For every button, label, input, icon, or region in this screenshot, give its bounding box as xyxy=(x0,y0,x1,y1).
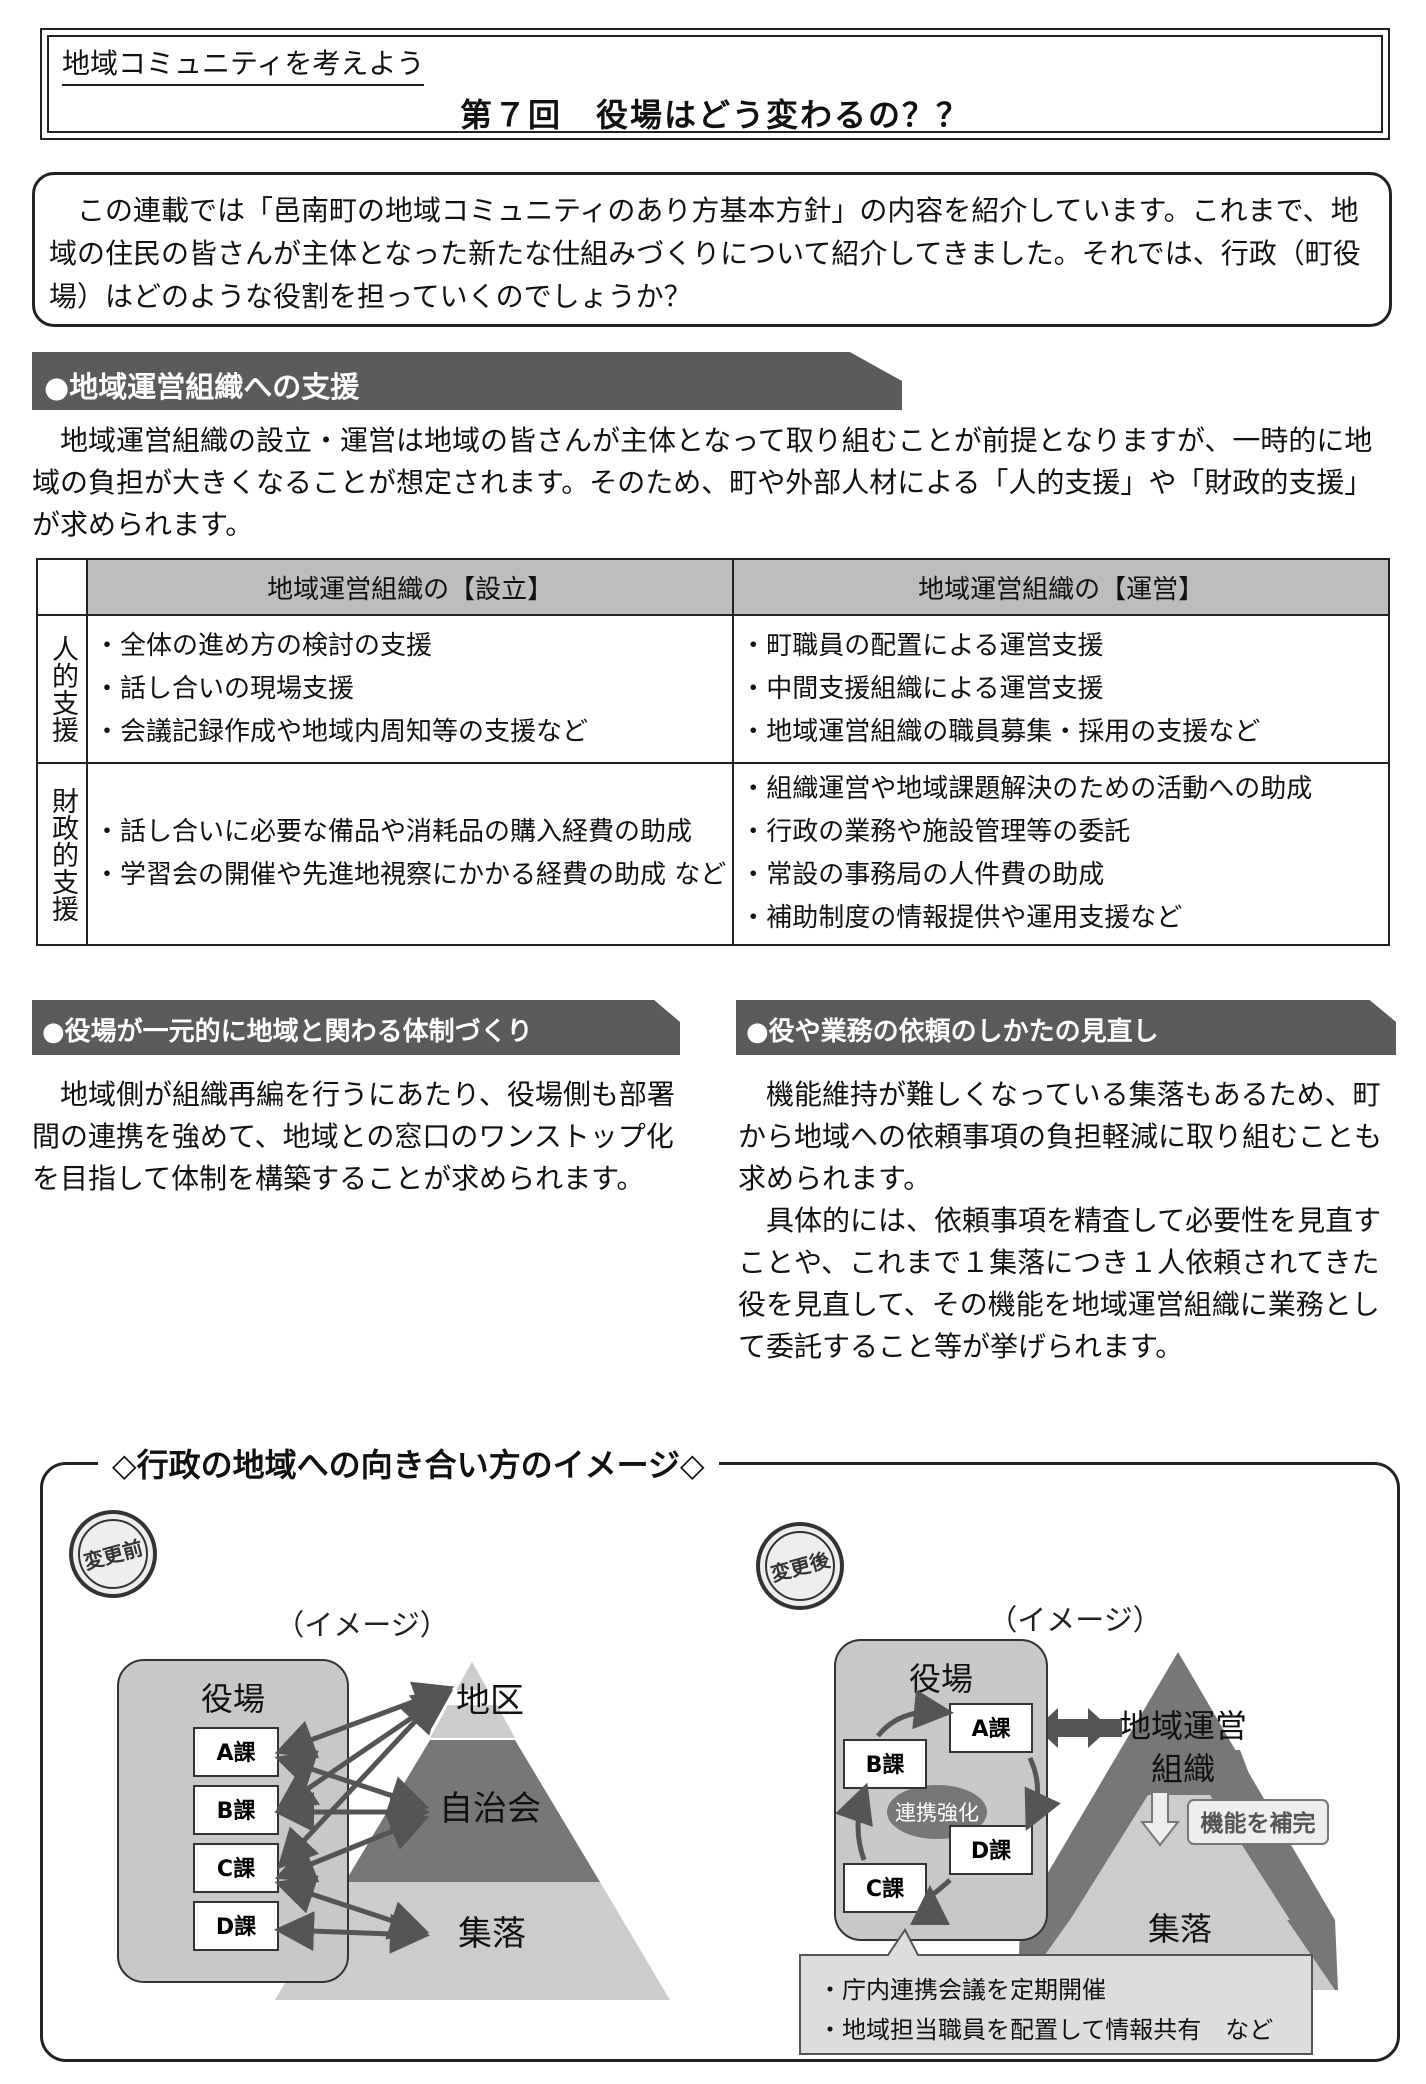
list-item: ・会議記録作成や地域内周知等の支援など xyxy=(94,716,589,747)
double-arrow-icon xyxy=(1036,1708,1122,1748)
section-heading-review: ●役や業務の依頼のしかたの見直し xyxy=(736,1000,1396,1055)
list-item: ・常設の事務局の人件費の助成 xyxy=(740,860,1105,890)
village-label-after: 集落 xyxy=(1148,1910,1212,1948)
note-2: ・地域担当職員を配置して情報共有 など xyxy=(818,2016,1273,2044)
section-a-after: A課 xyxy=(971,1716,1011,1742)
section-heading-structure: ●役場が一元的に地域と関わる体制づくり xyxy=(32,1000,680,1055)
stamp-before: 変更前 xyxy=(69,1510,157,1598)
section-body-structure: 地域側が組織再編を行うにあたり、役場側も部署間の連携を強めて、地域との窓口のワン… xyxy=(32,1074,680,1200)
stamp-after: 変更後 xyxy=(756,1522,844,1610)
section-b-after: B課 xyxy=(866,1752,906,1778)
level-jichikai: 自治会 xyxy=(439,1789,541,1829)
header-frame xyxy=(40,28,1390,140)
section-body-support: 地域運営組織の設立・運営は地域の皆さんが主体となって取り組むことが前提となります… xyxy=(32,420,1392,546)
office-label-before: 役場 xyxy=(201,1680,265,1718)
section-d-before: D課 xyxy=(216,1914,257,1940)
after-caption: （イメージ） xyxy=(988,1603,1161,1637)
section-boxes-before xyxy=(193,1727,279,1951)
note-1: ・庁内連携会議を定期開催 xyxy=(818,1976,1106,2004)
row-label-financial: 財政的支援 xyxy=(36,762,88,946)
row-label-financial-text: 財政的支援 xyxy=(47,786,78,922)
section-a-before: A課 xyxy=(216,1740,256,1766)
section-d-after: D課 xyxy=(971,1838,1012,1864)
review-paragraph-1: 機能維持が難しくなっている集落もあるため、町から地域への依頼事項の負担軽減に取り… xyxy=(738,1078,1383,1195)
notes-callout xyxy=(799,1928,1313,2055)
section-boxes-after xyxy=(843,1703,1033,1913)
list-item: ・話し合いに必要な備品や消耗品の購入経費の助成 xyxy=(94,817,693,847)
list-item: ・学習会の開催や先進地視察にかかる経費の助成 など xyxy=(94,860,727,890)
list-item: ・組織運営や地域課題解決のための活動への助成 xyxy=(740,774,1313,804)
image-panel xyxy=(40,1462,1400,2062)
intro-box: この連載では「邑南町の地域コミュニティのあり方基本方針」の内容を紹介しています。… xyxy=(32,172,1392,327)
org-label-line1: 地域運営 xyxy=(1119,1707,1247,1745)
review-paragraph-2: 具体的には、依頼事項を精査して必要性を見直すことや、これまで１集落につき１人依頼… xyxy=(738,1204,1382,1363)
table-header-setup: 地域運営組織の【設立】 xyxy=(85,558,735,616)
intro-text: この連載では「邑南町の地域コミュニティのあり方基本方針」の内容を紹介しています。… xyxy=(49,194,1361,313)
pyramid-tier-chiku-top xyxy=(456,1662,488,1690)
section-b-before: B課 xyxy=(217,1798,257,1824)
list-item: ・行政の業務や施設管理等の委託 xyxy=(740,817,1131,847)
collab-label: 連携強化 xyxy=(895,1801,979,1825)
section-c-before: C課 xyxy=(217,1856,256,1882)
pyramid-village-mid xyxy=(1070,1795,1290,1920)
table-cell-human-operation: ・町職員の配置による運営支援 ・中間支援組織による運営支援 ・地域運営組織の職員… xyxy=(732,614,1390,764)
table-cell-human-setup: ・全体の進め方の検討の支援 ・話し合いの現場支援 ・会議記録作成や地域内周知等の… xyxy=(85,614,735,764)
arrows-before xyxy=(274,1681,455,1954)
structure-paragraph: 地域側が組織再編を行うにあたり、役場側も部署間の連携を強めて、地域との窓口のワン… xyxy=(32,1078,675,1195)
support-paragraph: 地域運営組織の設立・運営は地域の皆さんが主体となって取り組むことが前提となります… xyxy=(32,424,1373,541)
org-label-line2: 組織 xyxy=(1151,1750,1215,1788)
series-title: 地域コミュニティを考えよう xyxy=(62,42,425,86)
page-title: 第７回 役場はどう変わるの？？ xyxy=(459,96,970,134)
diagram-title: ◇行政の地域への向き合い方のイメージ◇ xyxy=(98,1440,719,1486)
before-caption: （イメージ） xyxy=(275,1608,448,1642)
list-item: ・話し合いの現場支援 xyxy=(94,673,355,704)
list-item: ・全体の進め方の検討の支援 xyxy=(94,630,433,661)
row-label-human-text: 人的支援 xyxy=(47,635,78,743)
cycle-arrows xyxy=(835,1689,1061,1926)
table-cell-financial-operation: ・組織運営や地域課題解決のための活動への助成 ・行政の業務や施設管理等の委託 ・… xyxy=(732,762,1390,946)
level-shuraku: 集落 xyxy=(458,1914,526,1954)
row-label-human: 人的支援 xyxy=(36,614,88,764)
list-item: ・町職員の配置による運営支援 xyxy=(740,630,1104,661)
table-cell-financial-setup: ・話し合いに必要な備品や消耗品の購入経費の助成 ・学習会の開催や先進地視察にかか… xyxy=(85,762,735,946)
section-heading-support: ●地域運営組織への支援 xyxy=(32,352,902,410)
down-arrow-icon xyxy=(1139,1791,1181,1847)
office-label-after: 役場 xyxy=(909,1660,973,1698)
support-table: 地域運営組織の【設立】 地域運営組織の【運営】 人的支援 ・全体の進め方の検討の… xyxy=(36,558,1390,946)
section-body-review: 機能維持が難しくなっている集落もあるため、町から地域への依頼事項の負担軽減に取り… xyxy=(738,1074,1398,1368)
list-item: ・中間支援組織による運営支援 xyxy=(740,673,1104,704)
supplement-label: 機能を補完 xyxy=(1201,1810,1316,1837)
list-item: ・補助制度の情報提供や運用支援など xyxy=(740,903,1183,933)
list-item: ・地域運営組織の職員募集・採用の支援など xyxy=(740,716,1261,747)
supplement-box xyxy=(1187,1799,1329,1845)
table-corner xyxy=(36,558,88,616)
table-header-operation: 地域運営組織の【運営】 xyxy=(732,558,1390,616)
level-chiku: 地区 xyxy=(456,1681,524,1721)
section-c-after: C課 xyxy=(866,1876,905,1902)
